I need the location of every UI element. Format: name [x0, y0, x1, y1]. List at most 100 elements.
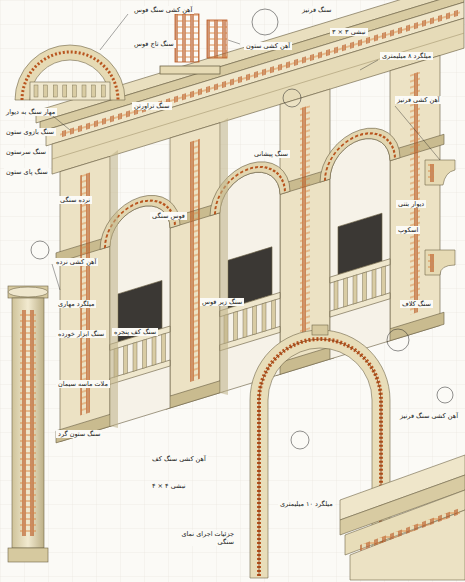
callout-label: آهن کشی سنگ قوس	[132, 6, 194, 14]
balusters-part	[124, 345, 128, 374]
detail-circles-part	[291, 431, 309, 449]
detail-circles-part	[31, 241, 49, 259]
profile-details-part	[428, 164, 434, 182]
round-column-part	[12, 298, 44, 548]
arch-detail-part-part	[82, 85, 86, 97]
balusters-part	[262, 303, 266, 332]
openings-part	[330, 131, 390, 359]
profile-details-part	[428, 254, 434, 272]
detail-circles-part	[252, 9, 278, 35]
balusters-part	[272, 300, 276, 329]
callout-label: سنگ تاج قوس	[132, 40, 176, 48]
rebar-cages-part	[160, 66, 220, 74]
balusters-part	[334, 281, 338, 310]
callout-label: آهن کشی ستون	[244, 42, 292, 50]
callout-label: سنگ پای ستون	[4, 168, 50, 176]
leader-lines-part	[52, 264, 60, 290]
balusters-part	[382, 266, 386, 295]
callout-label: اسکوپ	[396, 226, 420, 234]
openings-part	[110, 198, 170, 426]
arch-rebar	[105, 124, 395, 248]
balusters-part	[372, 269, 376, 298]
pier-shadows-part	[110, 150, 118, 428]
balusters	[114, 266, 386, 377]
arch-detail-part	[30, 82, 110, 100]
arch-detail-part-part	[53, 85, 57, 97]
arch-detail-part-part	[44, 85, 48, 97]
balusters-part	[152, 336, 156, 365]
balustrades-part	[110, 360, 170, 384]
cornice-detail-part	[360, 508, 460, 551]
callout-label: سنگ قرنیز	[300, 6, 333, 14]
arch-rings	[100, 118, 400, 250]
arch-detail-part-part	[101, 85, 105, 97]
pier-shadows	[110, 118, 228, 428]
leader-lines-part	[228, 40, 240, 44]
balustrades-part	[330, 293, 390, 317]
arch-rebar-part	[325, 124, 395, 180]
arch-detail-part-part	[92, 85, 96, 97]
callout-label: نبشی ۴ × ۴	[150, 482, 188, 490]
callout-label: ملات ماسه سیمان	[56, 380, 110, 388]
callout-label: سنگ سرستون	[4, 148, 48, 156]
callout-label: مهار سنگ به دیوار	[4, 108, 57, 116]
leader-lines-part	[360, 60, 378, 70]
callout-label: دیوار بتنی	[396, 200, 426, 208]
leader-lines-part	[100, 14, 128, 50]
callout-label: سنگ پیشانی	[252, 150, 290, 158]
pier-shadows-part	[220, 118, 228, 395]
callout-label: قوس سنگی	[150, 212, 187, 220]
callout-label: میلگرد ۱۰ میلیمتری	[278, 500, 335, 508]
callout-label: سنگ کلاف	[400, 300, 433, 308]
rebar-cages-part	[207, 20, 227, 58]
callout-label: آهن کشی نرده	[54, 258, 98, 266]
detail-circles-part	[437, 387, 453, 403]
callout-label: سنگ تراورتن	[132, 102, 172, 110]
detail-circles-part	[283, 89, 301, 107]
profile-details-part	[425, 160, 455, 185]
detail-circles-part	[387, 329, 409, 351]
pier-rebar	[60, 9, 460, 421]
callout-label: سنگ ستون گرد	[56, 430, 102, 438]
balusters-part	[162, 333, 166, 362]
arch-rings-part	[320, 118, 400, 182]
callout-label: آهن کشی سنگ قرنیز	[398, 412, 460, 420]
balusters-part	[133, 342, 137, 371]
balustrades-part	[110, 326, 170, 350]
round-column-part	[8, 287, 48, 297]
pier-capitals-part	[386, 312, 444, 342]
arch-detail	[15, 45, 125, 100]
balusters-part	[363, 272, 367, 301]
piers-part	[170, 123, 220, 408]
cornice-detail	[340, 455, 465, 580]
pier-capitals-part	[56, 413, 114, 443]
balusters-part	[243, 308, 247, 337]
leader-lines-part	[395, 106, 440, 160]
arch-detail-part	[34, 85, 105, 97]
round-column-part	[8, 286, 48, 298]
arch-detail-part	[22, 52, 118, 100]
balustrades-part	[220, 326, 280, 350]
rebar-cages-part	[175, 14, 199, 62]
pier-rebar-part	[60, 9, 460, 137]
profile-details-part	[425, 250, 455, 275]
arch-detail-part-part	[72, 85, 76, 97]
callout-label: میلگرد مهاری	[56, 300, 96, 308]
leader-lines	[48, 14, 440, 290]
callout-label: میلگرد ۸ میلیمتری	[380, 52, 433, 60]
openings	[110, 131, 390, 427]
callout-label: سنگ زیر قوس	[200, 298, 244, 306]
balustrades-part	[330, 259, 390, 283]
balusters-part	[253, 306, 257, 335]
callout-label: سنگ کف پنجره	[112, 328, 158, 336]
balusters-part	[234, 311, 238, 340]
balusters-part	[143, 339, 147, 368]
callout-label: نرده سنگی	[58, 196, 92, 204]
big-arch-detail-part	[312, 325, 328, 335]
detail-circles	[31, 9, 453, 449]
callout-label: سنگ ابزار خورده	[56, 330, 106, 338]
arch-detail-part	[15, 45, 125, 100]
profile-details	[425, 160, 455, 275]
